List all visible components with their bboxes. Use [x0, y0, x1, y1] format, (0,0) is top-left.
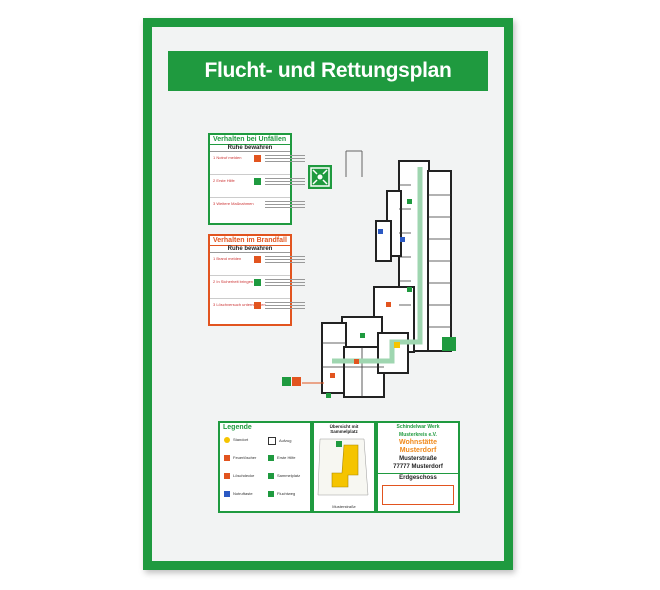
legend-label: Notruftaste	[233, 491, 253, 497]
address-line-6: 77777 Musterdorf	[393, 464, 443, 470]
accident-step-1: 1 Notruf melden	[213, 155, 242, 160]
fire-step-3: 3 Löschversuch unternehmen	[213, 302, 266, 307]
fire-step: 3 Löschversuch unternehmen	[210, 299, 305, 317]
overview-header: Übersicht mit Sammelplatz	[329, 424, 359, 434]
legend-label: Sammelplatz	[277, 473, 301, 479]
poster-frame: Flucht- und Rettungsplan Verhalten bei U…	[143, 18, 513, 570]
legend-item: Löschdecke	[224, 473, 254, 479]
legend-item: Erste Hilfe	[268, 455, 295, 461]
legend-item: Sammelplatz	[268, 473, 300, 479]
floor-plan	[282, 150, 456, 398]
location-icon	[224, 437, 230, 443]
accident-step: 3 Weitere Maßnahmen	[210, 198, 305, 216]
fire-blanket-icon	[224, 473, 230, 479]
accident-step: 1 Notruf melden	[210, 152, 305, 175]
poster-sheet: Flucht- und Rettungsplan Verhalten bei U…	[152, 27, 504, 561]
fire-instructions: Verhalten im Brandfall Ruhe bewahren 1 B…	[208, 234, 305, 326]
address-line-2: Musterkreis e.V.	[399, 432, 437, 438]
assembly-point-icon	[310, 167, 330, 187]
accident-instructions: Verhalten bei Unfällen Ruhe bewahren 1 N…	[208, 133, 305, 225]
legend-box: Legende Standort Aufzug Feuerlöscher Ers…	[218, 421, 312, 513]
fire-subheader: Ruhe bewahren	[210, 246, 290, 253]
legend-header: Legende	[223, 424, 252, 431]
legend-item: Standort	[224, 437, 248, 443]
assembly-point-sign	[308, 165, 332, 189]
site-map	[317, 438, 369, 496]
legend-item: Notruftaste	[224, 491, 253, 497]
step-text	[265, 279, 305, 287]
legend-label: Erste Hilfe	[277, 455, 296, 461]
legend-label: Fluchtweg	[277, 491, 296, 497]
legend-item: Aufzug	[268, 437, 291, 445]
fire-alarm-icon	[254, 256, 261, 263]
fire-step-2: 2 In Sicherheit bringen	[213, 279, 254, 284]
exit-icon	[254, 279, 261, 286]
overview-box: Übersicht mit Sammelplatz Musterstraße	[312, 421, 376, 513]
plan-title: Flucht- und Rettungsplan	[168, 51, 488, 91]
legend-label: Aufzug	[279, 438, 292, 444]
step-text	[265, 302, 305, 310]
step-text	[265, 178, 305, 186]
extinguisher-icon	[254, 302, 261, 309]
legend-label: Feuerlöscher	[233, 455, 257, 461]
overview-street: Musterstraße	[332, 504, 356, 509]
floor-label: Erdgeschoss	[378, 473, 458, 482]
first-aid-icon	[254, 178, 261, 185]
fire-header: Verhalten im Brandfall	[210, 236, 290, 246]
fire-step: 2 In Sicherheit bringen	[210, 276, 305, 299]
phone-icon	[254, 155, 261, 162]
first-aid-icon	[268, 455, 274, 461]
accident-subheader: Ruhe bewahren	[210, 145, 290, 152]
elevator-icon	[268, 437, 276, 445]
address-box: Schindelwar Werk Musterkreis e.V. Wohnst…	[376, 421, 460, 513]
address-line-1: Schindelwar Werk	[396, 424, 440, 430]
address-line-4: Musterdorf	[399, 447, 437, 454]
step-text	[265, 256, 305, 264]
accident-step-2: 2 Erste Hilfe	[213, 178, 235, 183]
address-line-5: Musterstraße	[399, 456, 437, 462]
extinguisher-icon	[224, 455, 230, 461]
alarm-button-icon	[224, 491, 230, 497]
address-line-3: Wohnstätte	[399, 439, 437, 446]
fire-step: 1 Brand melden	[210, 253, 305, 276]
fire-step-1: 1 Brand melden	[213, 256, 242, 261]
exit-sign-icon	[282, 377, 291, 386]
legend-item: Fluchtweg	[268, 491, 295, 497]
step-text	[265, 155, 305, 163]
accident-step-3: 3 Weitere Maßnahmen	[213, 201, 254, 206]
legend-label: Standort	[233, 437, 249, 443]
assembly-point-icon	[268, 473, 274, 479]
legend-item: Feuerlöscher	[224, 455, 256, 461]
step-text	[265, 201, 305, 209]
date-field	[382, 485, 454, 505]
legend-label: Löschdecke	[233, 473, 255, 479]
accident-header: Verhalten bei Unfällen	[210, 135, 290, 145]
accident-step: 2 Erste Hilfe	[210, 175, 305, 198]
escape-route-icon	[268, 491, 274, 497]
